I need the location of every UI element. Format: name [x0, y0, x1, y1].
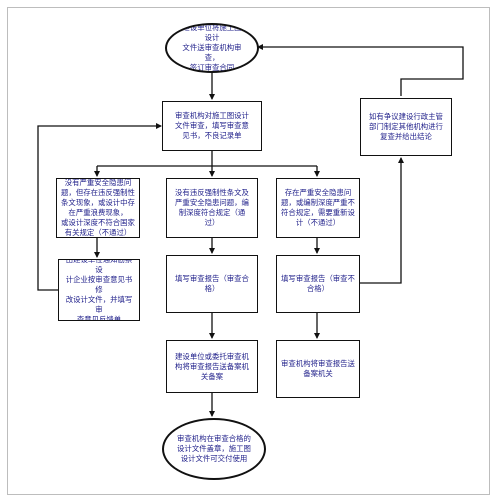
arrow-revise-loop	[37, 123, 162, 291]
dispute-text: 如有争议建设行政主管 部门制定其他机构进行 复查并给出结论	[369, 112, 443, 141]
dispute-box: 如有争议建设行政主管 部门制定其他机构进行 复查并给出结论	[360, 98, 452, 156]
revise-box: 由建设单位通知勘察设 计企业按审查意见书修 改设计文件，并填写审 查意见反馈单	[58, 259, 140, 321]
start-node: 建设单位将施工图设计 文件送审查机构审查， 签订审查合同	[165, 23, 259, 73]
file-fail-box: 审查机构将审查报告送 备案机关	[276, 340, 360, 398]
review-step: 审查机构对施工图设计 文件审查，填写审查意 见书，不良记录单	[162, 101, 262, 151]
report-pass-text: 填写审查报告（审查合 格）	[175, 274, 249, 293]
file-pass-text: 建设单位或委托审查机 构将审查报告送备案机 关备案	[175, 351, 249, 381]
review-step-text: 审查机构对施工图设计 文件审查，填写审查意 见书，不良记录单	[175, 111, 249, 140]
branch-right-box: 存在严重安全隐患问 题，或编制深度严重不 符合规定，需要重新设 计（不通过）	[276, 178, 360, 238]
arrow-to-dispute	[359, 157, 404, 284]
report-pass-box: 填写审查报告（审查合 格）	[166, 255, 258, 313]
branch-left-text: 没有严重安全隐患问 题，但存在违反强制性 条文现象，或设计中存 在严重浪费现象，…	[61, 178, 135, 237]
end-node-text: 审查机构在审查合格的 设计文件盖章，施工图 设计文件可交付使用	[177, 434, 251, 463]
report-fail-text: 填写审查报告（审查不 合格）	[281, 274, 355, 293]
start-node-text: 建设单位将施工图设计 文件送审查机构审查， 签订审查合同	[182, 23, 242, 72]
arrow-dispute-to-start	[257, 44, 464, 96]
file-pass-box: 建设单位或委托审查机 构将审查报告送备案机 关备案	[166, 340, 258, 393]
file-fail-text: 审查机构将审查报告送 备案机关	[281, 359, 355, 378]
report-fail-box: 填写审查报告（审查不 合格）	[276, 255, 360, 313]
branch-middle-text: 没有违反强制性条文及 严重安全隐患问题，编 制深度符合规定（通 过）	[175, 188, 249, 227]
branch-right-text: 存在严重安全隐患问 题，或编制深度严重不 符合规定，需要重新设 计（不通过）	[281, 188, 355, 227]
branch-middle-box: 没有违反强制性条文及 严重安全隐患问题，编 制深度符合规定（通 过）	[166, 178, 258, 238]
branch-left-box: 没有严重安全隐患问 题，但存在违反强制性 条文现象，或设计中存 在严重浪费现象，…	[56, 178, 140, 238]
revise-text: 由建设单位通知勘察设 计企业按审查意见书修 改设计文件，并填写审 查意见反馈单	[65, 259, 133, 321]
end-node: 审查机构在审查合格的 设计文件盖章，施工图 设计文件可交付使用	[162, 418, 266, 480]
page-frame	[7, 7, 490, 495]
